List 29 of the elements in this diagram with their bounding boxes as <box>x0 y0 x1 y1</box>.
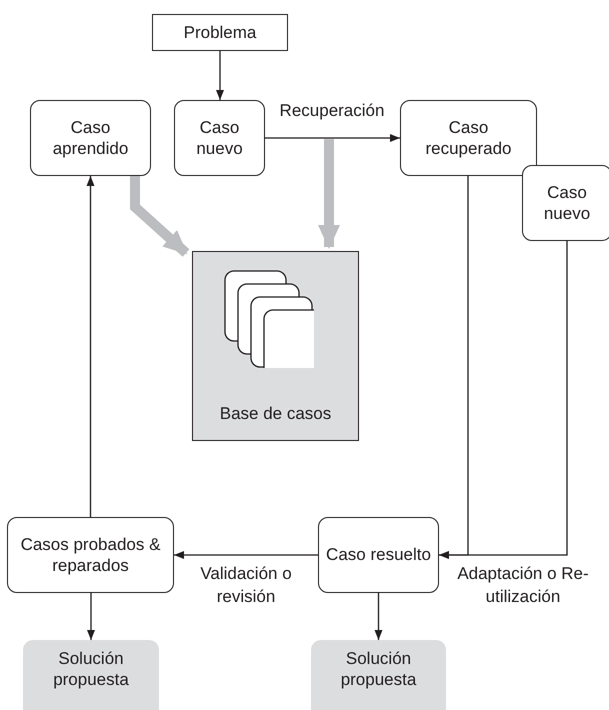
node-label: Casos probados & reparados <box>20 534 162 576</box>
arrow <box>439 241 568 559</box>
node-label: Caso nuevo <box>542 182 592 224</box>
process-box <box>7 517 174 593</box>
process-box <box>174 100 265 176</box>
process-box <box>318 517 439 593</box>
process-box <box>522 165 609 241</box>
arrow <box>374 593 382 640</box>
case-base-panel <box>192 251 359 441</box>
node-label: Solución propuesta <box>340 648 418 690</box>
arrow <box>87 593 95 640</box>
node-label: Caso recuperado <box>424 116 512 160</box>
node-label: Caso aprendido <box>52 116 130 160</box>
arrow <box>265 134 400 142</box>
node-label: Caso resuelto <box>325 544 432 566</box>
process-box <box>400 100 537 176</box>
thick-arrow <box>318 139 340 249</box>
node-label: Solución propuesta <box>52 648 130 690</box>
node-label: Caso nuevo <box>195 116 244 160</box>
node-label: Problema <box>182 22 258 44</box>
process-box <box>30 100 151 176</box>
arrow <box>216 51 224 100</box>
arrow <box>174 551 318 559</box>
node-label: Base de casos <box>218 402 332 424</box>
solution-box <box>23 640 159 710</box>
problem-box <box>152 14 288 51</box>
solution-box <box>311 640 446 710</box>
thick-arrow <box>130 176 190 257</box>
arrow <box>86 176 94 517</box>
